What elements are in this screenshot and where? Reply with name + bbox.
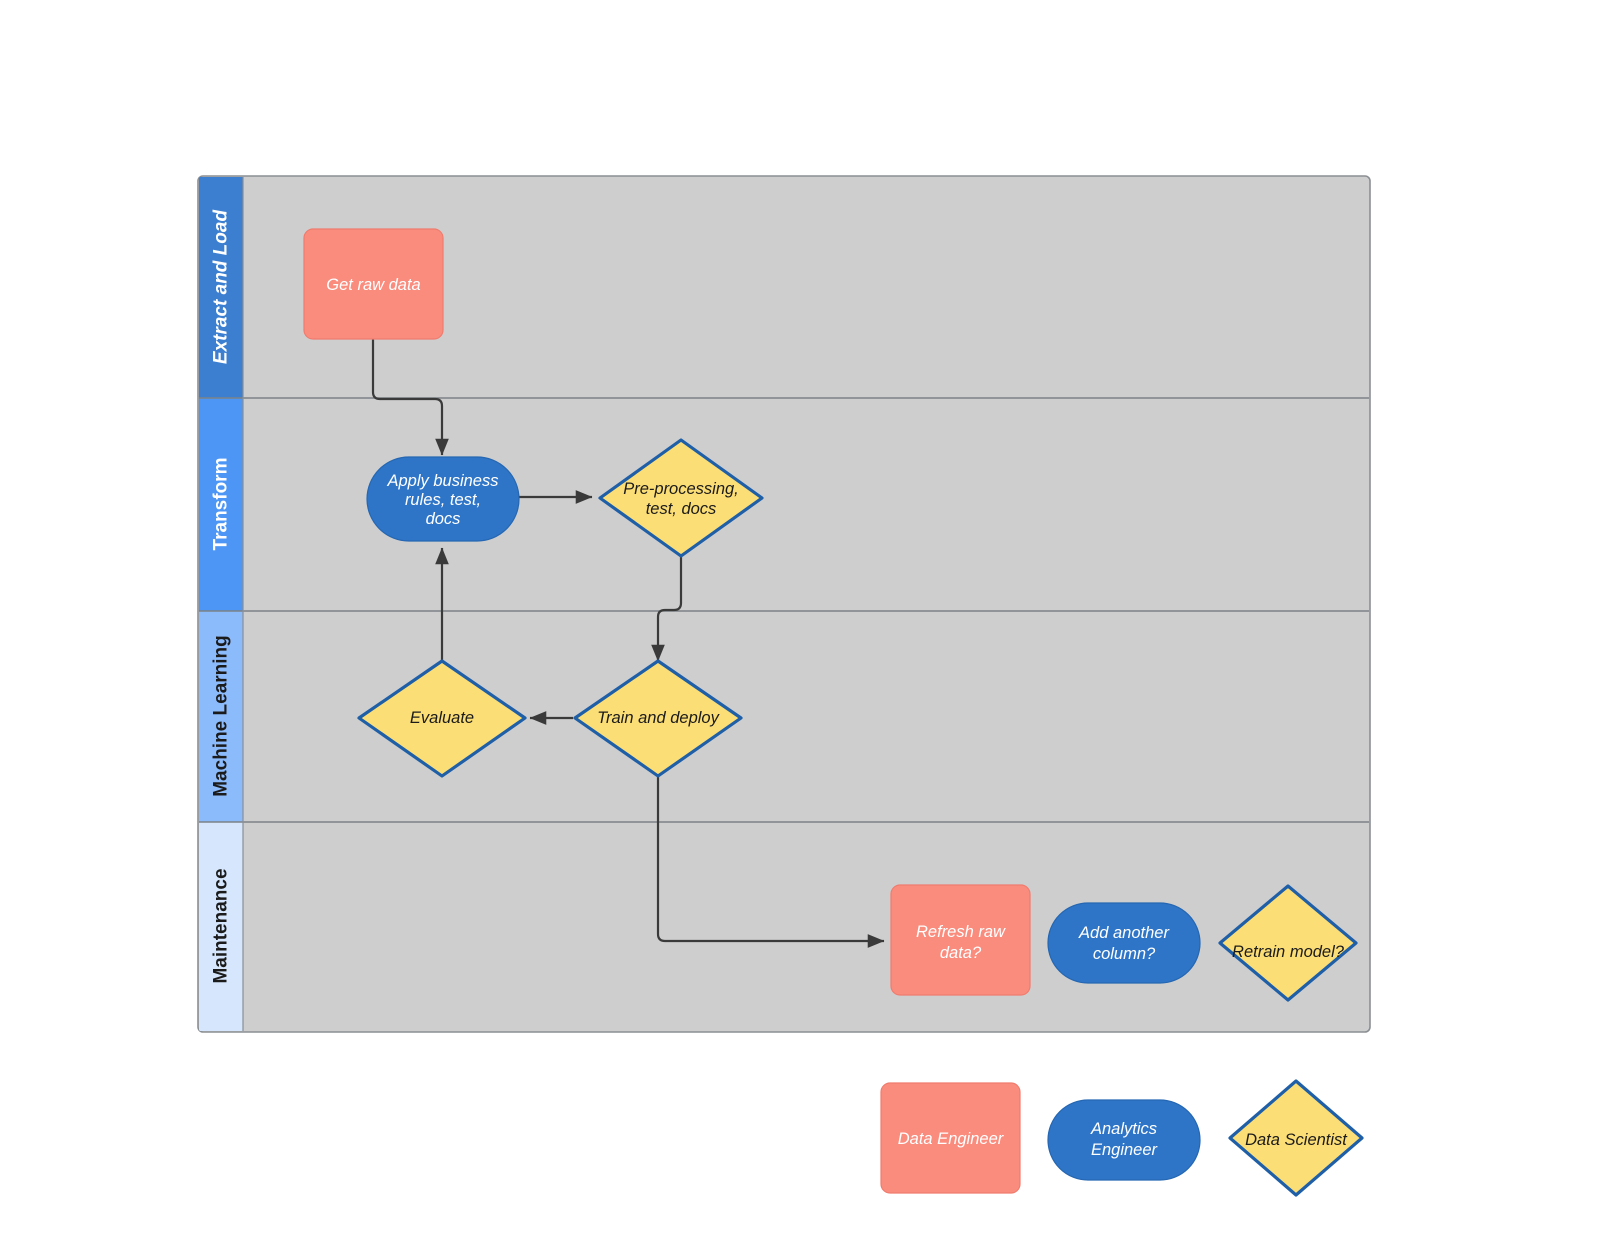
- edge-layer: [371, 338, 885, 948]
- lane-title-maintenance: Maintenance: [211, 868, 232, 983]
- lane-band-extract-and-load: [199, 177, 243, 398]
- lane-band-maintenance: [199, 822, 243, 1031]
- lane-title-extract-and-load: Extract and Load: [211, 210, 232, 365]
- node-label-add-another-column-line1: Add another: [1078, 924, 1170, 942]
- lane-band-transform: [199, 398, 243, 611]
- node-apply-business-rules[interactable]: Apply business rules, test, docs: [366, 456, 520, 542]
- node-label-add-another-column-line2: column?: [1093, 945, 1156, 963]
- edge-train-and-deploy-to-refresh-raw-data: [656, 776, 885, 948]
- node-get-raw-data[interactable]: Get raw data: [303, 228, 444, 340]
- node-retrain-model[interactable]: Retrain model?: [1218, 884, 1358, 1002]
- node-pre-processing[interactable]: Pre-processing, test, docs: [598, 438, 764, 558]
- lane-band-machine-learning: [199, 611, 243, 822]
- node-label-refresh-raw-data-line2: data?: [940, 944, 982, 962]
- node-label-apply-business-line2: rules, test,: [405, 491, 481, 509]
- node-label-apply-business-line3: docs: [426, 510, 461, 528]
- node-layer: Get raw data Apply business rules, test,…: [303, 228, 1358, 1002]
- node-label-get-raw-data: Get raw data: [326, 276, 420, 294]
- legend-label-data-scientist: Data Scientist: [1245, 1131, 1348, 1149]
- legend-label-data-engineer: Data Engineer: [898, 1130, 1005, 1148]
- legend-item-analytics-engineer[interactable]: Analytics Engineer: [1047, 1099, 1201, 1181]
- node-label-pre-processing-line2: test, docs: [646, 500, 717, 518]
- legend: Data Engineer Analytics Engineer Data Sc…: [880, 1079, 1364, 1197]
- lane-title-transform: Transform: [211, 458, 232, 551]
- node-add-another-column[interactable]: Add another column?: [1047, 902, 1201, 984]
- node-label-refresh-raw-data-line1: Refresh raw: [916, 923, 1006, 941]
- node-train-and-deploy[interactable]: Train and deploy: [573, 659, 743, 778]
- edge-pre-processing-to-train-and-deploy: [651, 557, 683, 662]
- legend-label-analytics-engineer-line2: Engineer: [1091, 1141, 1159, 1159]
- swimlane-pool: Extract and Load Transform Machine Learn…: [197, 175, 1371, 1033]
- edge-get-raw-data-to-apply-business: [371, 338, 449, 456]
- node-label-retrain-model: Retrain model?: [1232, 943, 1345, 961]
- legend-item-data-engineer[interactable]: Data Engineer: [880, 1082, 1021, 1194]
- legend-label-analytics-engineer-line1: Analytics: [1090, 1120, 1157, 1138]
- node-label-evaluate: Evaluate: [410, 709, 474, 727]
- node-evaluate[interactable]: Evaluate: [357, 659, 527, 778]
- legend-item-data-scientist[interactable]: Data Scientist: [1228, 1079, 1364, 1197]
- lane-title-machine-learning: Machine Learning: [211, 635, 232, 797]
- node-label-train-and-deploy: Train and deploy: [597, 709, 720, 727]
- node-label-apply-business-line1: Apply business: [387, 472, 499, 490]
- node-refresh-raw-data[interactable]: Refresh raw data?: [890, 884, 1031, 996]
- node-label-pre-processing-line1: Pre-processing,: [623, 480, 739, 498]
